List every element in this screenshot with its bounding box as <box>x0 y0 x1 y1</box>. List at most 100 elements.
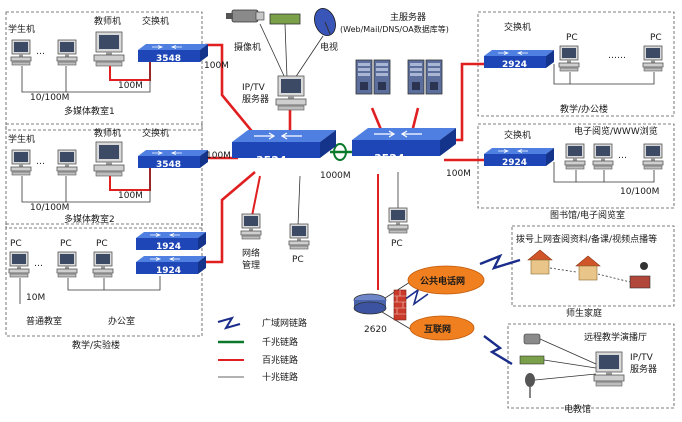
link-router-internet <box>381 311 413 331</box>
legend-fast-label: 百兆链路 <box>262 354 298 366</box>
lab-pc-2 <box>56 251 78 278</box>
gigabit-ring <box>333 143 347 161</box>
mm-room1-box <box>5 11 203 131</box>
core-left-model: 3524 <box>256 154 287 167</box>
lab-ellipsis: … <box>34 259 43 269</box>
office-pc1-label: PC <box>566 33 578 43</box>
iptv-server-icon <box>275 75 307 111</box>
video-device-icon <box>269 13 301 25</box>
library-ellipsis: … <box>618 151 627 161</box>
library-pc-3 <box>642 143 664 170</box>
office-pc2-label: PC <box>650 33 662 43</box>
mm2-student-speed: 10/100M <box>30 203 69 213</box>
office-switch-model: 2924 <box>502 60 527 70</box>
mm2-teacher-label: 教师机 <box>94 127 121 139</box>
tv-label: 电视 <box>320 41 338 53</box>
tv-station-server-icon <box>593 351 625 387</box>
mm1-teacher-speed: 100M <box>118 81 143 91</box>
lab-pc-1 <box>8 251 30 278</box>
mm1-student-pc-2 <box>56 39 78 66</box>
mm1-switch-label: 交换机 <box>142 15 169 27</box>
library-link-speed: 100M <box>446 169 471 179</box>
lab-pc-3 <box>92 251 114 278</box>
pstn-label: 公共电话网 <box>420 275 465 287</box>
mm2-teacher-pc <box>93 141 125 177</box>
lab-speed: 10M <box>26 293 45 303</box>
pstn-cloud-icon <box>407 265 485 295</box>
library-box <box>477 123 675 209</box>
office-ellipsis: …… <box>608 51 626 61</box>
office-pc-2 <box>642 45 664 72</box>
lab-office-label: 办公室 <box>108 315 135 327</box>
mm2-switch-label: 交换机 <box>142 127 169 139</box>
pc-core-icon <box>387 207 409 234</box>
pc-mid-icon <box>288 223 310 250</box>
library-title: 图书馆/电子阅览室 <box>550 209 625 221</box>
office-title: 教学/办公楼 <box>560 103 608 115</box>
library-title-top: 电子阅览/WWW浏览 <box>574 125 658 137</box>
lab-pc3-label: PC <box>96 239 108 249</box>
home-links <box>549 267 631 283</box>
main-server-subtitle: (Web/Mail/DNS/OA数据库等) <box>340 24 449 34</box>
mm2-ellipsis: … <box>36 157 45 167</box>
mm1-teacher-label: 教师机 <box>94 15 121 27</box>
wan-link-home <box>479 253 521 270</box>
tv-station-iptv-2: 服务器 <box>630 363 657 375</box>
library-speed: 10/100M <box>620 187 659 197</box>
mm1-title: 多媒体教室1 <box>64 105 115 117</box>
internet-cloud-icon <box>409 315 475 341</box>
lab-pc1-label: PC <box>10 239 22 249</box>
server-1-icon <box>355 59 373 95</box>
link-mgmt-core <box>251 175 261 217</box>
tv-station-title: 电教馆 <box>564 403 591 415</box>
router-label: 2620 <box>364 325 387 335</box>
mm2-student-pc-1 <box>10 149 32 176</box>
lab-box <box>5 223 203 337</box>
legend-wan-swatch <box>217 316 241 330</box>
mgmt-label-1: 网络 <box>242 247 260 259</box>
library-pc-2 <box>592 143 614 170</box>
microphone-icon <box>525 373 535 398</box>
mid-speed: 100M <box>206 151 231 161</box>
internet-label: 互联网 <box>424 323 451 335</box>
link-pc-core-left <box>297 175 301 227</box>
legend-ten-label: 十兆链路 <box>262 371 298 383</box>
mgmt-pc-icon <box>240 213 262 240</box>
router-icon <box>353 293 387 315</box>
mm2-student-pc-2 <box>56 149 78 176</box>
mgmt-label-2: 管理 <box>242 259 260 271</box>
legend-wan-label: 广域网链路 <box>262 317 307 329</box>
library-switch-model: 2924 <box>502 158 527 168</box>
server-3-icon <box>407 59 425 95</box>
legend-gigabit-label: 千兆链路 <box>262 336 298 348</box>
tv-station-links <box>534 338 597 381</box>
mm2-teacher-speed: 100M <box>118 191 143 201</box>
mm2-student-label: 学生机 <box>8 133 35 145</box>
firewall-icon <box>393 289 407 321</box>
mm2-student-links <box>21 168 151 203</box>
pc-core-label: PC <box>391 239 403 249</box>
pc-mid-label: PC <box>292 255 304 265</box>
home-title-top: 拨号上网查阅资料/备课/视频点播等 <box>516 233 657 245</box>
office-links <box>553 64 655 85</box>
library-links <box>553 162 655 183</box>
upper-speed: 100M <box>204 61 229 71</box>
camera-icon <box>226 9 265 23</box>
mm-room2-box <box>5 123 203 229</box>
mm2-title: 多媒体教室2 <box>64 213 115 225</box>
mm1-student-links <box>21 62 151 93</box>
house-icon-2 <box>575 255 601 281</box>
satellite-dish-icon <box>314 8 336 36</box>
tv-station-box <box>507 323 675 409</box>
server-4-icon <box>425 59 443 95</box>
lab-switch-b-model: 1924 <box>156 266 181 276</box>
left-section-title: 教学/实验楼 <box>72 339 120 351</box>
mm1-ellipsis: … <box>36 47 45 57</box>
mm2-switch-model: 3548 <box>156 160 181 170</box>
office-switch-label: 交换机 <box>504 21 531 33</box>
house-icon-1 <box>527 249 553 275</box>
lab-switch-a-model: 1924 <box>156 242 181 252</box>
mm1-switch-model: 3548 <box>156 54 181 64</box>
library-switch-label: 交换机 <box>504 129 531 141</box>
